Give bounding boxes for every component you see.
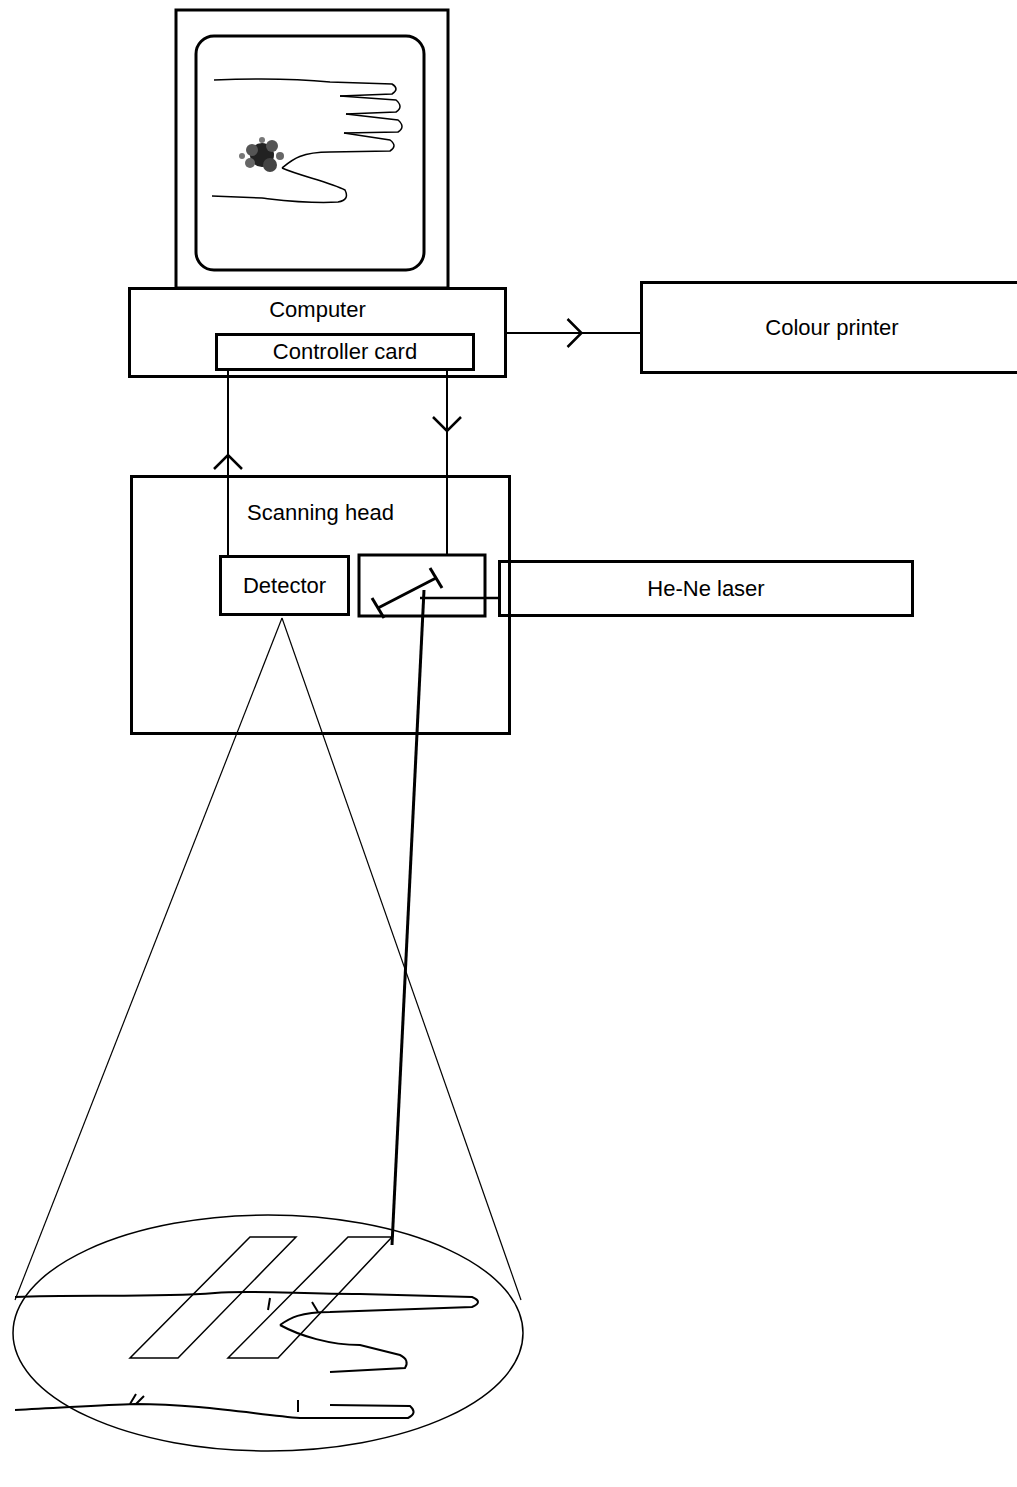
laser-beam xyxy=(420,597,498,600)
perfusion-spot xyxy=(239,137,284,172)
hand xyxy=(15,1292,478,1418)
computer-box: ComputerController card xyxy=(128,287,507,378)
detector-box: Detector xyxy=(219,555,350,616)
node-label: Controller card xyxy=(218,339,472,365)
scan-mirror xyxy=(372,568,442,618)
scan-lines xyxy=(130,1237,392,1358)
monitor-case xyxy=(176,10,448,288)
node-label: Colour printer xyxy=(643,315,1017,341)
scanning-head-box: Scanning headDetector xyxy=(130,475,511,735)
signal-arrow xyxy=(433,371,461,475)
printer-box: Colour printer xyxy=(640,281,1017,374)
laser-beam xyxy=(392,590,424,1245)
view-cone xyxy=(282,618,521,1300)
screen-hand xyxy=(212,79,402,203)
view-cone xyxy=(15,618,282,1300)
node-label: Computer xyxy=(131,297,504,323)
monitor-screen xyxy=(196,36,424,270)
scan-field xyxy=(13,1215,523,1451)
signal-arrow xyxy=(214,371,242,555)
node-label: Scanning head xyxy=(133,500,508,526)
node-label: He-Ne laser xyxy=(501,576,911,602)
laser-box: He-Ne laser xyxy=(498,560,914,617)
control-wire xyxy=(446,475,448,555)
signal-arrow xyxy=(507,319,640,347)
node-label: Detector xyxy=(222,573,347,599)
controller-card-box: Controller card xyxy=(215,333,475,371)
